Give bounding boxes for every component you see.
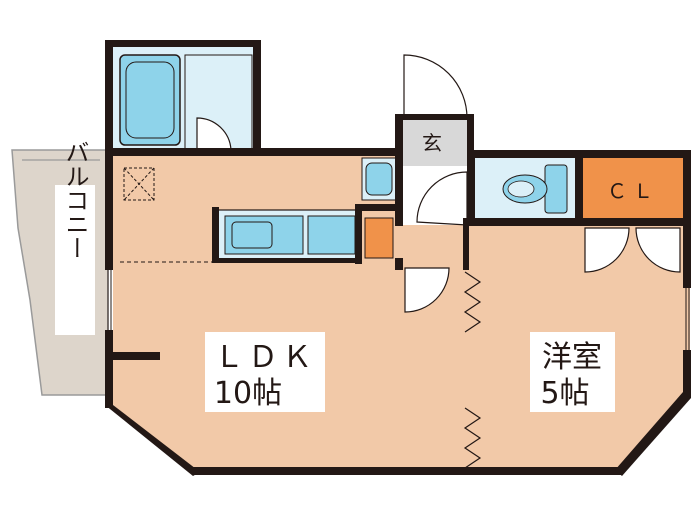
windows — [107, 270, 690, 350]
balcony-label-text: バルコニー — [61, 140, 89, 260]
ldk-label-line1: ＬＤＫ — [214, 340, 316, 375]
bathroom — [113, 45, 258, 155]
entrance-label: 玄 — [422, 131, 442, 155]
entrance-floor — [397, 118, 467, 166]
toilet — [470, 158, 575, 220]
fridge-space — [364, 217, 394, 259]
western-label-line2: 5帖 — [540, 376, 589, 411]
balcony-label: バルコニー — [55, 140, 95, 335]
closet: ＣＬ — [582, 158, 685, 273]
washbasin — [361, 157, 397, 201]
western-label-line1: 洋室 — [542, 340, 602, 375]
pipe-space — [123, 167, 155, 201]
ldk-label-line2: 10帖 — [214, 376, 282, 411]
bathroom-door — [196, 117, 232, 151]
front-door — [403, 54, 468, 119]
walls — [105, 40, 691, 476]
ldk-label: ＬＤＫ 10帖 — [205, 332, 325, 412]
closet-floor — [582, 158, 685, 220]
hall-door — [404, 267, 450, 313]
closet-label: ＣＬ — [607, 179, 659, 203]
partition-upper — [463, 271, 482, 333]
partition-lower — [463, 407, 482, 469]
entrance: 玄 — [397, 54, 468, 226]
western-label: 洋室 5帖 — [530, 332, 615, 412]
